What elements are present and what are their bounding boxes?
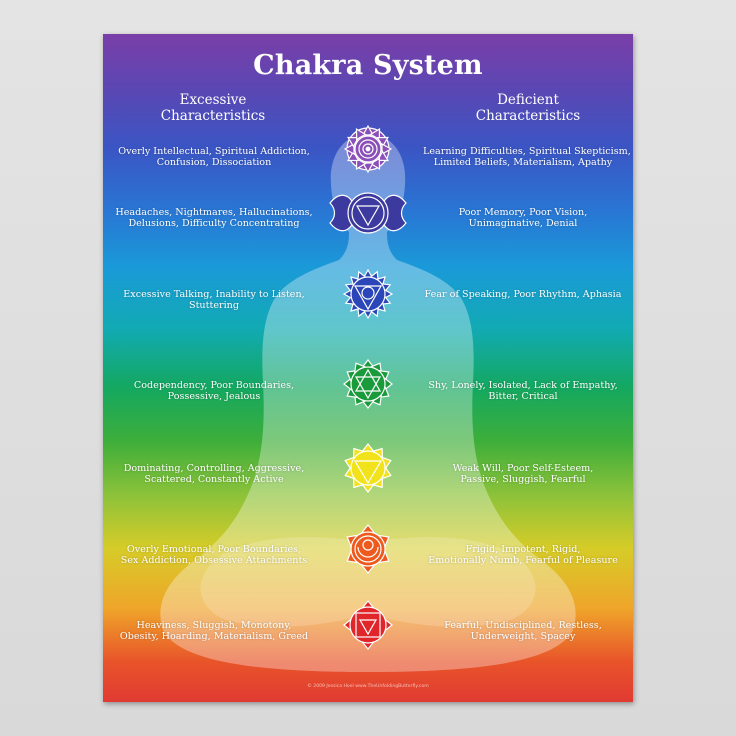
chakra-poster: Chakra System Excessive Characteristics … xyxy=(103,34,633,702)
deficient-heading-line-2: Characteristics xyxy=(475,108,581,124)
excessive-heading: Excessive Characteristics xyxy=(133,92,293,124)
poster-title: Chakra System xyxy=(253,50,483,81)
crown-deficient-text: Learning Difficulties, Spiritual Skeptic… xyxy=(423,146,631,168)
heart-excessive-line: Possessive, Jealous xyxy=(167,391,261,402)
solar-plexus-excessive-text: Dominating, Controlling, Aggressive, Sca… xyxy=(114,463,314,485)
root-deficient-line: Underweight, Spacey xyxy=(470,631,576,642)
third-eye-excessive-line: Headaches, Nightmares, Hallucinations, xyxy=(115,207,313,218)
throat-excessive-line: Stuttering xyxy=(189,300,239,311)
solar-plexus-excessive-line: Dominating, Controlling, Aggressive, xyxy=(123,463,305,474)
third-eye-deficient-line: Poor Memory, Poor Vision, xyxy=(458,207,588,218)
crown-excessive-line: Confusion, Dissociation xyxy=(156,157,272,168)
third-eye-deficient-text: Poor Memory, Poor Vision, Unimaginative,… xyxy=(423,207,623,229)
throat-deficient-text: Fear of Speaking, Poor Rhythm, Aphasia xyxy=(423,289,623,300)
third-eye-excessive-line: Delusions, Difficulty Concentrating xyxy=(128,218,300,229)
crown-deficient-line: Learning Difficulties, Spiritual Skeptic… xyxy=(423,146,631,157)
excessive-heading-line-2: Characteristics xyxy=(160,108,266,124)
sacral-excessive-text: Overly Emotional, Poor Boundaries, Sex A… xyxy=(114,544,314,566)
throat-chakra-icon xyxy=(343,269,393,319)
root-excessive-line: Heaviness, Sluggish, Monotony, xyxy=(136,620,292,631)
solar-plexus-deficient-line: Weak Will, Poor Self-Esteem, xyxy=(452,463,594,474)
root-deficient-text: Fearful, Undisciplined, Restless, Underw… xyxy=(423,620,623,642)
sacral-deficient-line: Frigid, Impotent, Rigid, xyxy=(465,544,581,555)
heart-deficient-line: Shy, Lonely, Isolated, Lack of Empathy, xyxy=(428,380,618,391)
solar-plexus-excessive-line: Scattered, Constantly Active xyxy=(144,474,284,485)
third-eye-deficient-line: Unimaginative, Denial xyxy=(468,218,578,229)
deficient-heading: Deficient Characteristics xyxy=(448,92,608,124)
crown-excessive-text: Overly Intellectual, Spiritual Addiction… xyxy=(114,146,314,168)
root-chakra-icon xyxy=(343,600,393,650)
sacral-deficient-text: Frigid, Impotent, Rigid, Emotionally Num… xyxy=(423,544,623,566)
copyright-credit: © 2009 Jessica Hoel www.TheUnfoldingButt… xyxy=(307,684,429,689)
sacral-chakra-icon xyxy=(346,524,390,574)
crown-deficient-line: Limited Beliefs, Materialism, Apathy xyxy=(433,157,613,168)
heart-excessive-text: Codependency, Poor Boundaries, Possessiv… xyxy=(114,380,314,402)
throat-excessive-line: Excessive Talking, Inability to Listen, xyxy=(123,289,305,300)
crown-chakra-icon xyxy=(343,124,393,174)
solar-plexus-deficient-text: Weak Will, Poor Self-Esteem, Passive, Sl… xyxy=(423,463,623,485)
deficient-heading-line-1: Deficient xyxy=(497,92,559,108)
heart-deficient-text: Shy, Lonely, Isolated, Lack of Empathy, … xyxy=(423,380,623,402)
root-deficient-line: Fearful, Undisciplined, Restless, xyxy=(444,620,602,631)
heart-excessive-line: Codependency, Poor Boundaries, xyxy=(133,380,295,391)
third-eye-chakra-icon xyxy=(329,192,407,234)
root-excessive-text: Heaviness, Sluggish, Monotony, Obesity, … xyxy=(114,620,314,642)
root-excessive-line: Obesity, Hoarding, Materialism, Greed xyxy=(119,631,309,642)
solar-plexus-deficient-line: Passive, Sluggish, Fearful xyxy=(460,474,586,485)
throat-excessive-text: Excessive Talking, Inability to Listen, … xyxy=(114,289,314,311)
solar-plexus-chakra-icon xyxy=(344,443,392,493)
heart-deficient-line: Bitter, Critical xyxy=(488,391,558,402)
sacral-deficient-line: Emotionally Numb, Fearful of Pleasure xyxy=(428,555,618,566)
excessive-heading-line-1: Excessive xyxy=(179,92,247,108)
sacral-excessive-line: Overly Emotional, Poor Boundaries, xyxy=(126,544,302,555)
throat-deficient-line: Fear of Speaking, Poor Rhythm, Aphasia xyxy=(424,289,622,300)
crown-excessive-line: Overly Intellectual, Spiritual Addiction… xyxy=(118,146,310,157)
heart-chakra-icon xyxy=(343,359,393,409)
sacral-excessive-line: Sex Addiction, Obsessive Attachments xyxy=(120,555,308,566)
third-eye-excessive-text: Headaches, Nightmares, Hallucinations, D… xyxy=(114,207,314,229)
